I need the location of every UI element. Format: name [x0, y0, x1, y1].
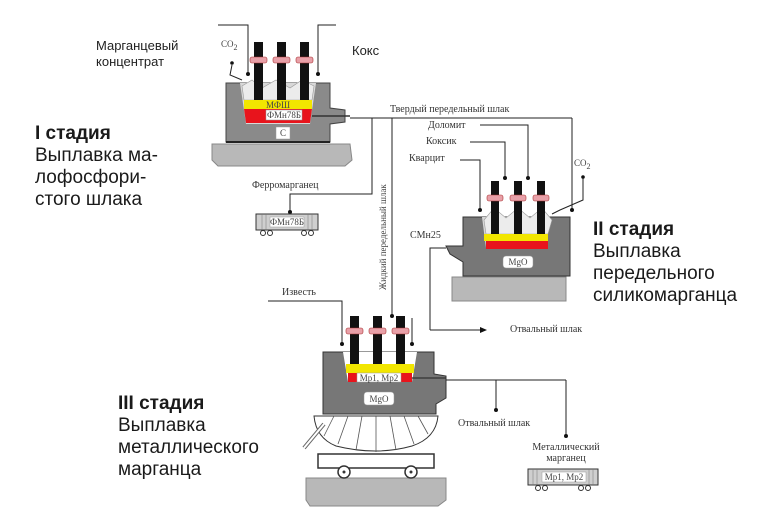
liquid-slag-label: Жидкий передельный шлак [378, 184, 388, 290]
furnace-stage-1: ФМн78Б МФШ С [211, 24, 353, 167]
stage-3-line: марганца [118, 459, 202, 480]
stage-3-title: III стадия [118, 393, 205, 414]
furnace-1-slag-label: МФШ [266, 100, 290, 110]
furnace-1-slag [244, 100, 312, 109]
ladle-metal-manganese: Mp1, Mp2 [527, 468, 599, 491]
ferromanganese-label: Ферромарганец [252, 180, 319, 191]
waste-slag-label-1: Отвальный шлак [510, 324, 583, 335]
metal-manganese-label: Металлический марганец [532, 442, 600, 464]
ladle-ferromanganese: ФМн78Б [255, 213, 319, 236]
furnace-3-cart [317, 453, 435, 469]
furnace-3-metal-label: Mp1, Mp2 [360, 373, 399, 383]
co2-label-2: CO2 [574, 158, 591, 171]
furnace-2-bottom-label: MgO [508, 257, 528, 267]
furnace-3-slag [346, 364, 414, 373]
stage-3-description: III стадия Выплавка металлического марга… [118, 393, 259, 481]
furnace-2-foundation [451, 276, 567, 302]
lime-label: Известь [282, 287, 316, 298]
solid-slag-label: Твердый передельный шлак [390, 104, 510, 115]
furnace-stage-3: Mp1, Mp2 MgO [268, 300, 568, 507]
stage-1-description: I стадия Выплавка ма- лофосфори- стого ш… [35, 123, 158, 211]
stage-2-line: силикомарганца [593, 285, 738, 306]
flow-lines [288, 117, 574, 333]
stage-2-description: II стадия Выплавка передельного силикома… [593, 219, 737, 307]
furnace-2-electrodes [486, 181, 550, 234]
stage-1-line: Выплавка ма- [35, 145, 158, 166]
furnace-1-metal-label: ФМн78Б [267, 110, 301, 120]
ladle-ferro-label: ФМн78Б [270, 217, 304, 227]
smn25-label: СМн25 [410, 230, 441, 241]
stage-2-line: передельного [593, 263, 715, 284]
ladle-metal-label: Mp1, Mp2 [545, 472, 584, 482]
furnace-3-electrodes [345, 316, 410, 364]
stage-1-line: лофосфори- [35, 167, 147, 188]
furnace-2-metal [486, 241, 548, 249]
coke-label: Коксик [426, 136, 457, 147]
furnace-2-slag [484, 234, 548, 241]
stage-1-line: стого шлака [35, 189, 143, 210]
coke-label-top: Кокс [352, 43, 380, 58]
co2-label-1: CO2 [221, 39, 238, 52]
stage-2-line: Выплавка [593, 241, 681, 262]
furnace-1-bottom-label: С [280, 128, 286, 138]
quartzite-label: Кварцит [409, 153, 445, 164]
furnace-1-foundation [211, 143, 353, 167]
furnace-stage-2: MgO [445, 124, 585, 302]
stage-3-line: Выплавка [118, 415, 206, 436]
stage-1-title: I стадия [35, 123, 111, 144]
furnace-1-electrodes [249, 42, 314, 100]
manganese-concentrate-label: Марганцевый концентрат [96, 38, 179, 69]
furnace-3-foundation [305, 477, 447, 507]
furnace-3-bottom-label: MgO [369, 394, 389, 404]
waste-slag-label-2: Отвальный шлак [458, 418, 531, 429]
dolomite-label: Доломит [428, 120, 466, 131]
stage-2-title: II стадия [593, 219, 675, 240]
stage-3-line: металлического [118, 437, 259, 458]
